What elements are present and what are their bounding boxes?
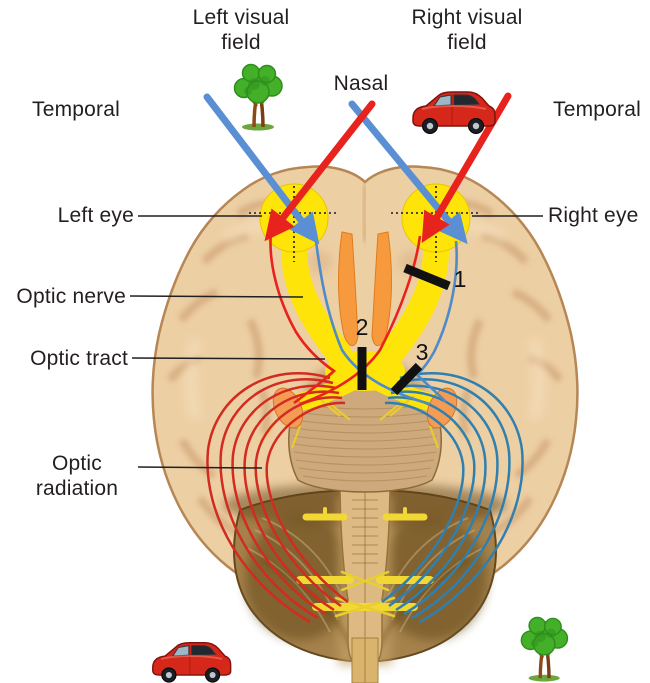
label-temporal-left: Temporal (32, 98, 120, 121)
tree-icon (519, 615, 570, 683)
tree-icon (232, 62, 284, 133)
lesion-number-2: 2 (355, 314, 369, 340)
leader-lines (129, 215, 543, 469)
label-optic-nerve: Optic nerve (16, 285, 126, 308)
lesion-bar-3 (390, 362, 423, 396)
lesion-bars (357, 263, 451, 396)
car-icon (412, 91, 496, 135)
car-icon (151, 641, 232, 683)
label-right-eye: Right eye (548, 204, 639, 227)
olfactory-tracts (338, 231, 392, 347)
lesion-number-3: 3 (415, 339, 429, 365)
ray-blue-left (203, 93, 320, 245)
label-left-eye: Left eye (57, 204, 134, 227)
label-left-visual-field: Left visual field (192, 6, 290, 55)
label-optic-tract: Optic tract (30, 347, 128, 370)
label-right-visual-field: Right visual field (411, 6, 523, 55)
label-temporal-right: Temporal (553, 98, 641, 121)
brainstem-cord (339, 477, 391, 683)
label-optic-radiation: Optic radiation (35, 452, 119, 501)
pons (288, 387, 442, 493)
optic-radiation-right (381, 372, 524, 624)
optic-radiation-left (206, 372, 349, 624)
label-nasal: Nasal (333, 72, 389, 95)
ray-red-left (264, 100, 376, 242)
lesion-number-1: 1 (453, 266, 467, 292)
lesion-bar-1 (403, 263, 451, 291)
